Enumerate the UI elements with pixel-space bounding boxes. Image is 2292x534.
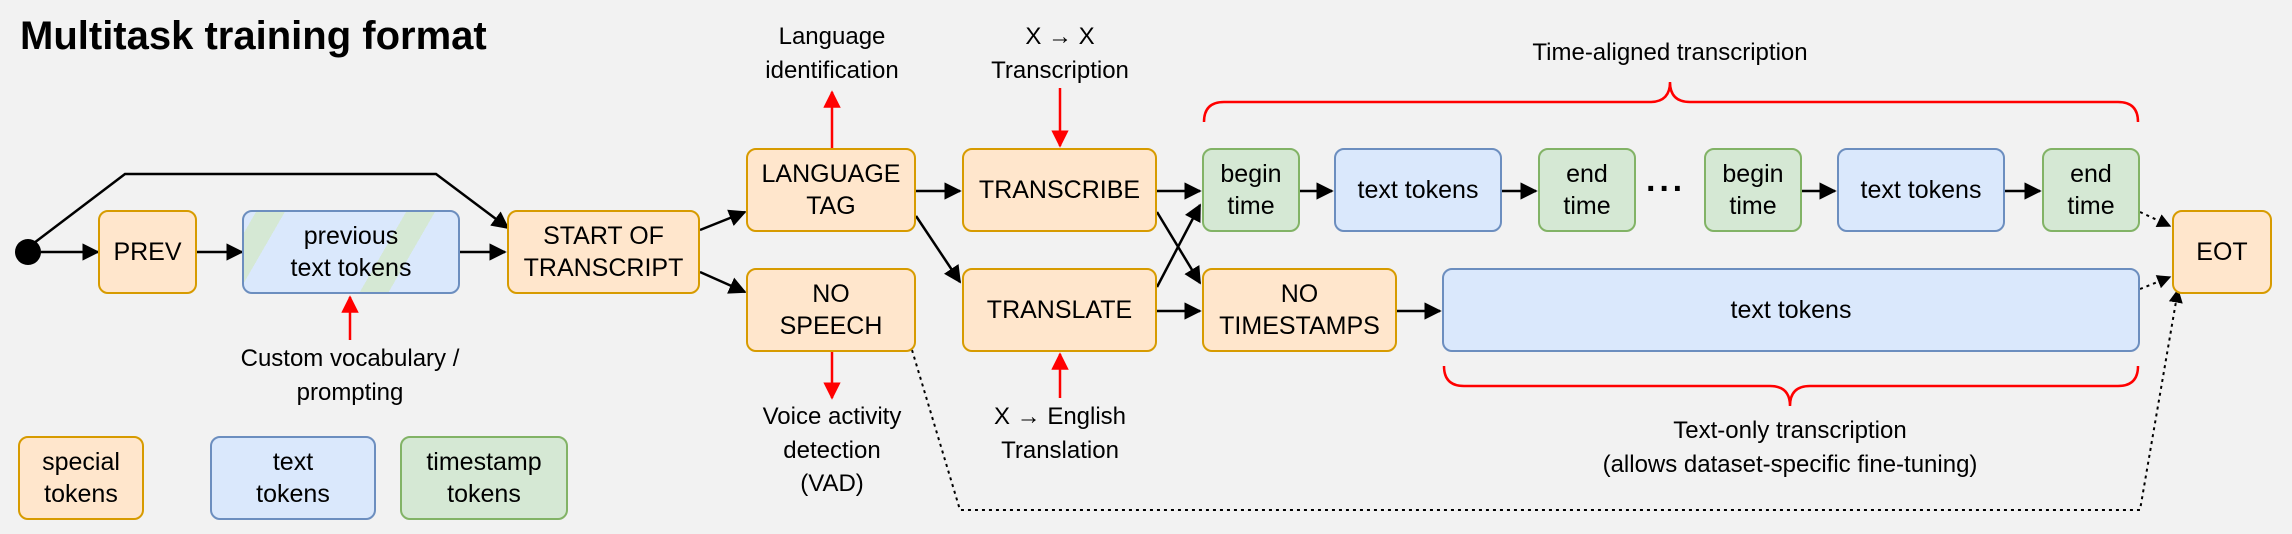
ellipsis: ···: [1646, 170, 1686, 208]
start-dot: [15, 239, 41, 265]
end-time-box-2: end time: [2042, 148, 2140, 232]
text-tokens-long-box: text tokens: [1442, 268, 2140, 352]
text-tokens-box-1: text tokens: [1334, 148, 1502, 232]
arrow-language-translate: [914, 215, 962, 284]
no-timestamps-box: NO TIMESTAMPS: [1202, 268, 1397, 352]
begin-time-box-1: begin time: [1202, 148, 1300, 232]
flow-arrows: [33, 172, 2042, 320]
eot-box: EOT: [2172, 210, 2272, 294]
arrow-end-eot: [2139, 211, 2172, 228]
translate-box: TRANSLATE: [962, 268, 1157, 352]
arrow-skip-prev: [33, 172, 510, 244]
language-identification-label: Language identification: [765, 23, 899, 84]
dotted-arrows: [911, 211, 2183, 511]
brace-time-aligned: [1202, 81, 2140, 123]
arrow-translate-begin: [1155, 203, 1202, 288]
arrow-nospeech-eot: [911, 288, 2183, 511]
arrow-text-eot: [2139, 275, 2172, 290]
previous-text-tokens-box: previous text tokens: [242, 210, 460, 294]
no-speech-box: NO SPEECH: [746, 268, 916, 352]
start-of-transcript-box: START OF TRANSCRIPT: [507, 210, 700, 294]
time-aligned-transcription-label: Time-aligned transcription: [1532, 39, 1808, 66]
x-to-x-transcription-label: X → X Transcription: [991, 23, 1129, 84]
text-only-transcription-label: Text-only transcription (allows dataset-…: [1602, 417, 1978, 478]
legend-special-tokens: special tokens: [18, 436, 144, 520]
annotation-arrows: [341, 88, 1069, 400]
prev-box: PREV: [98, 210, 197, 294]
arrow-sot-language: [699, 209, 747, 232]
arrow-sot-nospeech: [699, 270, 747, 294]
custom-vocabulary-label: Custom vocabulary / prompting: [240, 345, 460, 406]
voice-activity-detection-label: Voice activity detection (VAD): [762, 403, 902, 498]
diagram-title: Multitask training format: [20, 14, 487, 58]
transcribe-box: TRANSCRIBE: [962, 148, 1157, 232]
end-time-box-1: end time: [1538, 148, 1636, 232]
legend-timestamp-tokens: timestamp tokens: [400, 436, 568, 520]
legend-text-tokens: text tokens: [210, 436, 376, 520]
x-to-english-translation-label: X → English Translation: [993, 403, 1127, 464]
language-tag-box: LANGUAGE TAG: [746, 148, 916, 232]
brace-text-only: [1442, 365, 2140, 407]
braces: [1202, 81, 2140, 407]
begin-time-box-2: begin time: [1704, 148, 1802, 232]
text-tokens-box-2: text tokens: [1837, 148, 2005, 232]
